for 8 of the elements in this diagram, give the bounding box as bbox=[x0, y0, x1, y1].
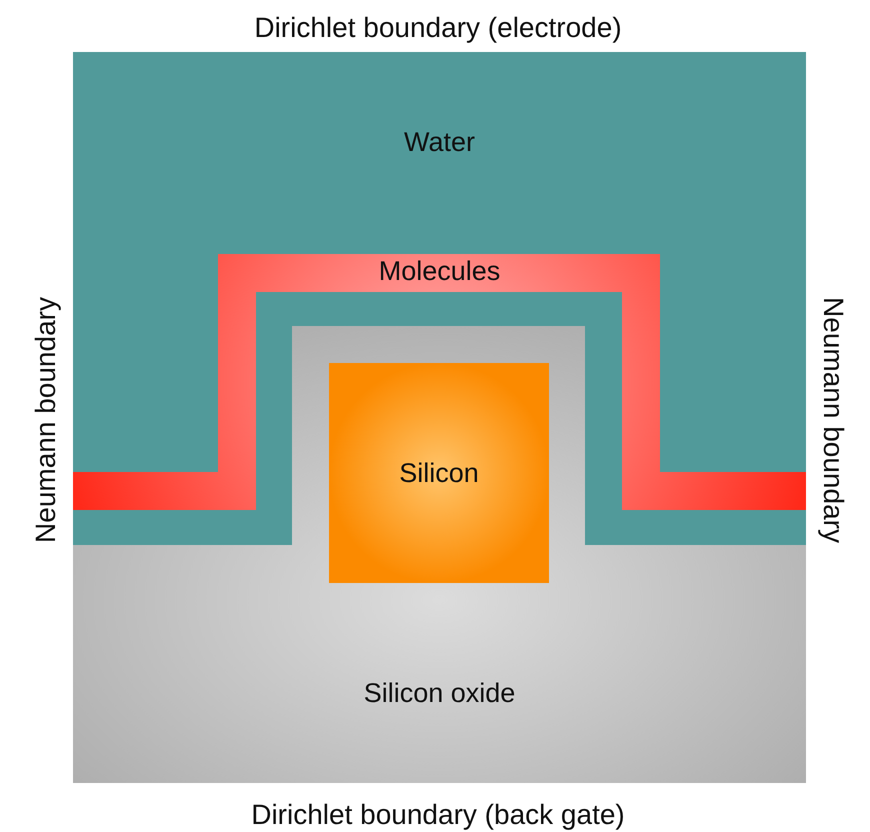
boundary-label: Dirichlet boundary (back gate) bbox=[251, 799, 625, 831]
region-label: Water bbox=[402, 126, 476, 158]
region-label: Molecules bbox=[378, 255, 502, 287]
region-label: Silicon bbox=[398, 457, 480, 489]
region-label: Silicon oxide bbox=[362, 677, 516, 709]
boundary-label: Neumann boundary bbox=[817, 297, 849, 543]
boundary-label: Dirichlet boundary (electrode) bbox=[254, 12, 622, 44]
boundary-label: Neumann boundary bbox=[30, 297, 62, 543]
